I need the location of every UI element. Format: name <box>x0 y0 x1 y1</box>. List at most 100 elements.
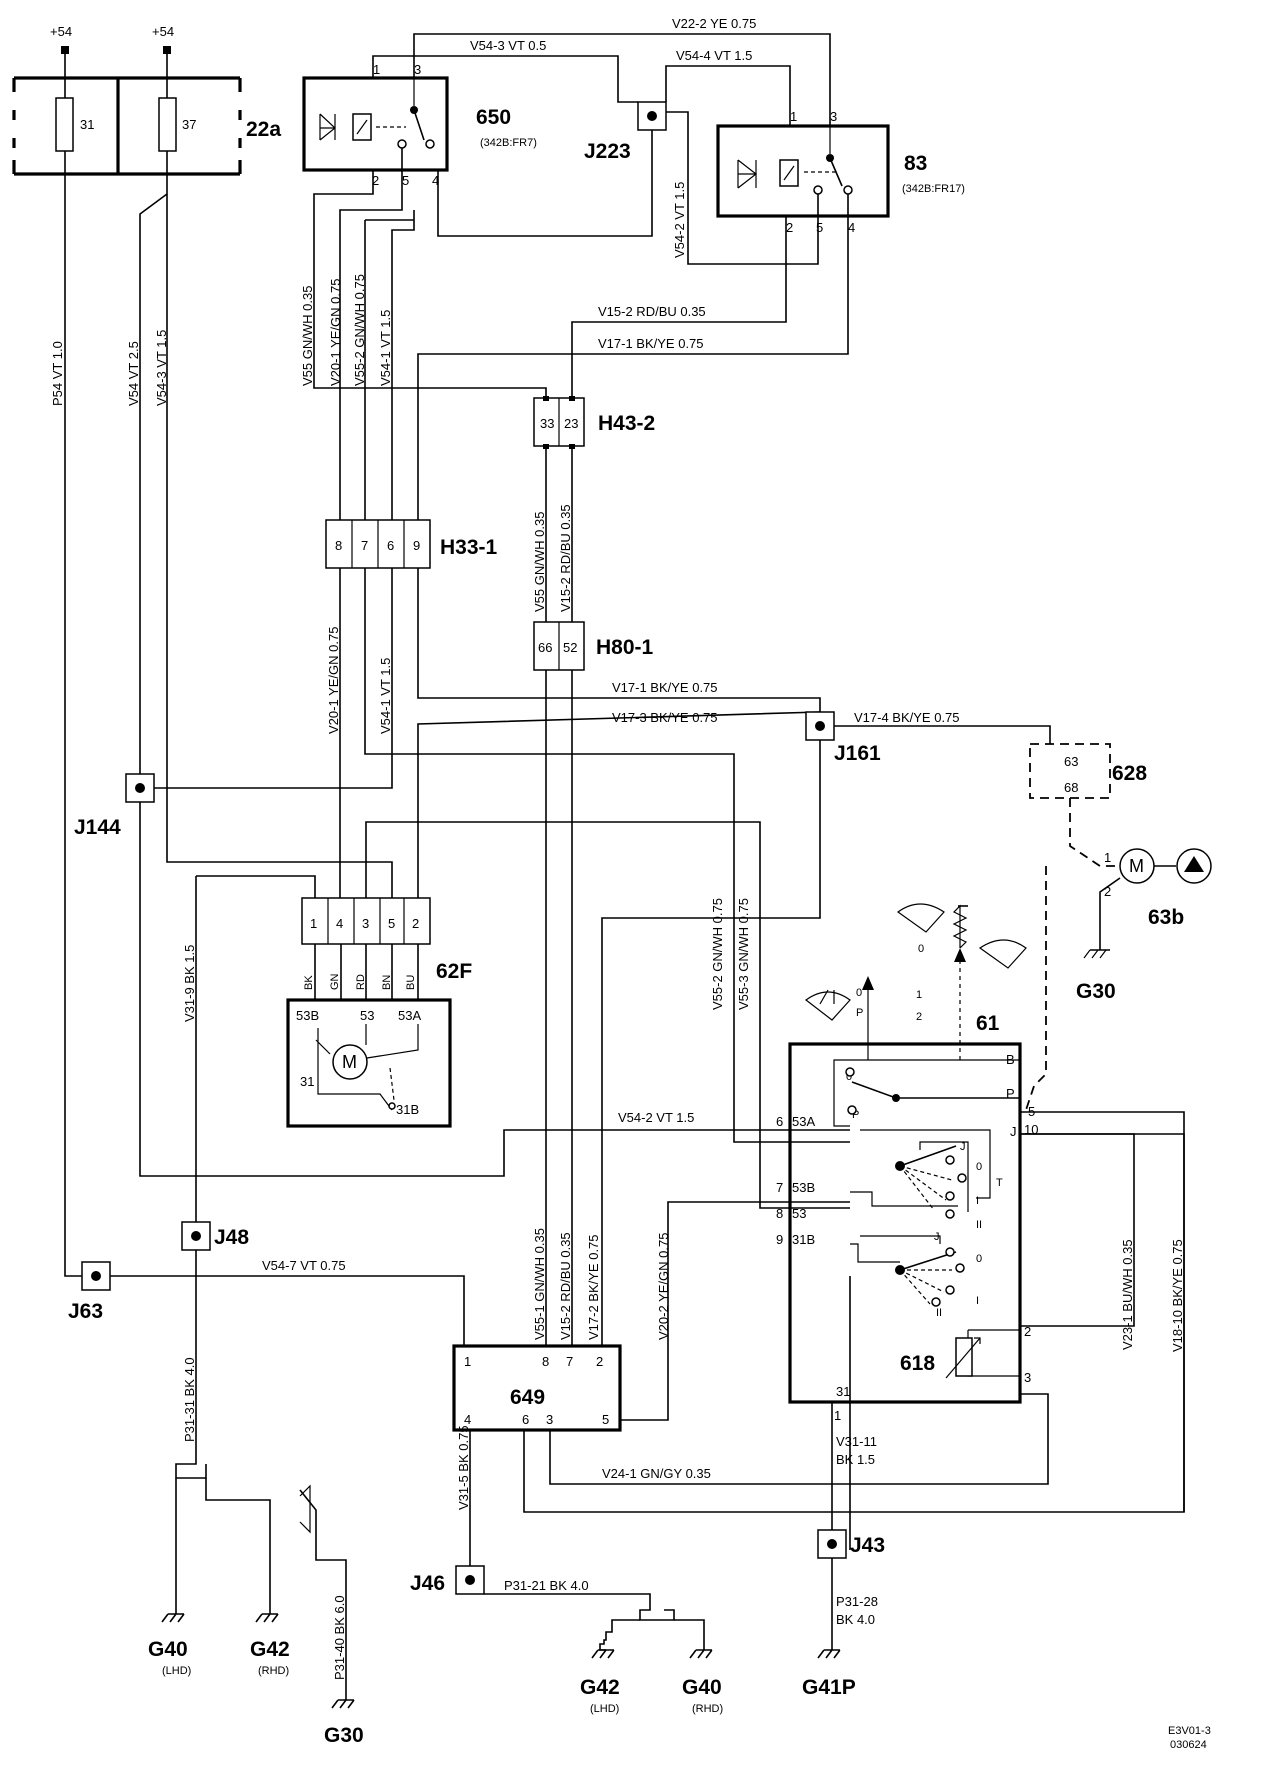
resistor-618: 618 <box>900 1337 981 1379</box>
h43-h80-wires: V55 GN/WH 0.35 V15-2 RD/BU 0.35 <box>532 446 573 622</box>
svg-text:1: 1 <box>373 62 380 77</box>
svg-text:31B: 31B <box>396 1102 419 1117</box>
svg-text:V17-1 BK/YE 0.75: V17-1 BK/YE 0.75 <box>612 680 718 695</box>
svg-text:+54: +54 <box>50 24 72 39</box>
svg-text:V55-2 GN/WH 0.75: V55-2 GN/WH 0.75 <box>352 274 367 386</box>
svg-text:+54: +54 <box>152 24 174 39</box>
svg-text:2: 2 <box>1104 884 1111 899</box>
svg-text:GN: GN <box>329 973 341 990</box>
lower-left-wires: V31-9 BK 1.5 P31-31 BK 4.0 P31-40 BK 6.0 <box>175 875 347 1700</box>
top-wires: V22-2 YE 0.75 V54-3 VT 0.5 V54-4 VT 1.5 … <box>372 16 849 520</box>
svg-text:V54-4 VT 1.5: V54-4 VT 1.5 <box>676 48 752 63</box>
svg-text:V55-1 GN/WH 0.35: V55-1 GN/WH 0.35 <box>532 1228 547 1340</box>
relay-83: 1 3 2 5 4 83 (342B:FR17) <box>716 109 965 235</box>
svg-text:(342B:FR7): (342B:FR7) <box>480 137 537 149</box>
svg-text:I: I <box>976 1195 979 1207</box>
svg-text:53A: 53A <box>398 1008 421 1023</box>
svg-text:V54-2 VT 1.5: V54-2 VT 1.5 <box>672 182 687 258</box>
svg-text:J: J <box>960 1141 966 1153</box>
pump-63b: M 1 2 63b <box>1025 848 1212 1111</box>
svg-text:1: 1 <box>834 1408 841 1423</box>
junction-j46: J46 P31-21 BK 4.0 <box>410 1565 705 1651</box>
svg-text:4: 4 <box>848 220 855 235</box>
svg-text:V31-11: V31-11 <box>836 1434 877 1449</box>
svg-text:M: M <box>1129 856 1144 876</box>
connector-62f: 1 4 3 5 2 BK GN RD BN BU 62F <box>301 897 472 1000</box>
supply-right: +54 <box>152 24 174 78</box>
svg-text:3: 3 <box>1024 1370 1031 1385</box>
svg-text:66: 66 <box>538 640 552 655</box>
svg-text:6: 6 <box>387 538 394 553</box>
svg-text:V23-1 BU/WH 0.35: V23-1 BU/WH 0.35 <box>1120 1239 1135 1350</box>
svg-text:P: P <box>852 1109 859 1121</box>
svg-text:8: 8 <box>335 538 342 553</box>
svg-text:V15-2 RD/BU 0.35: V15-2 RD/BU 0.35 <box>558 1232 573 1340</box>
svg-text:9: 9 <box>413 538 420 553</box>
svg-text:(RHD): (RHD) <box>692 1703 723 1715</box>
svg-text:5: 5 <box>816 220 823 235</box>
svg-text:8: 8 <box>542 1354 549 1369</box>
svg-text:61: 61 <box>976 1012 1000 1035</box>
svg-text:5: 5 <box>388 916 395 931</box>
switch-unit-61: 61 B P 5 10 J 2 3 31 1 6 53A 7 53B 8 53 … <box>776 903 1038 1550</box>
svg-text:V54-2 VT 1.5: V54-2 VT 1.5 <box>618 1110 694 1125</box>
svg-text:0: 0 <box>846 1071 852 1083</box>
svg-text:V54 VT 2.5: V54 VT 2.5 <box>126 341 141 406</box>
svg-text:628: 628 <box>1112 762 1147 785</box>
ground-g30-right: G30 <box>1076 926 1116 1003</box>
svg-text:V31-9 BK 1.5: V31-9 BK 1.5 <box>182 945 197 1022</box>
svg-text:V15-2 RD/BU 0.35: V15-2 RD/BU 0.35 <box>558 504 573 612</box>
svg-text:P: P <box>1006 1086 1015 1101</box>
svg-text:J43: J43 <box>850 1534 885 1557</box>
svg-text:V54-1 VT 1.5: V54-1 VT 1.5 <box>378 310 393 386</box>
svg-text:9: 9 <box>776 1232 783 1247</box>
svg-text:V54-7 VT 0.75: V54-7 VT 0.75 <box>262 1258 346 1273</box>
svg-text:V55-3 GN/WH 0.75: V55-3 GN/WH 0.75 <box>736 898 751 1010</box>
svg-text:M: M <box>342 1052 357 1072</box>
svg-text:7: 7 <box>776 1180 783 1195</box>
svg-text:V54-3 VT 1.5: V54-3 VT 1.5 <box>154 330 169 406</box>
svg-text:2: 2 <box>786 220 793 235</box>
svg-text:53: 53 <box>360 1008 374 1023</box>
mid-wires: V20-1 YE/GN 0.75 V54-1 VT 1.5 V17-1 BK/Y… <box>140 568 1051 1346</box>
connector-h33-1: 8 7 6 9 H33-1 <box>325 519 498 569</box>
svg-text:4: 4 <box>336 916 343 931</box>
relay-650-wires: V55 GN/WH 0.35 V20-1 YE/GN 0.75 V55-2 GN… <box>300 148 547 520</box>
svg-text:1: 1 <box>1104 850 1111 865</box>
svg-text:0: 0 <box>976 1253 982 1265</box>
svg-text:1: 1 <box>916 989 922 1001</box>
svg-text:H43-2: H43-2 <box>598 412 655 435</box>
svg-text:2: 2 <box>1024 1324 1031 1339</box>
svg-text:63b: 63b <box>1148 906 1184 929</box>
svg-text:II: II <box>976 1219 982 1231</box>
svg-text:6: 6 <box>522 1412 529 1427</box>
svg-text:J: J <box>934 1231 940 1243</box>
svg-text:V20-1 YE/GN 0.75: V20-1 YE/GN 0.75 <box>328 279 343 386</box>
svg-text:618: 618 <box>900 1352 935 1375</box>
svg-text:650: 650 <box>476 106 511 129</box>
svg-text:030624: 030624 <box>1170 1739 1207 1751</box>
svg-text:H33-1: H33-1 <box>440 536 498 559</box>
svg-text:V17-3 BK/YE 0.75: V17-3 BK/YE 0.75 <box>612 710 718 725</box>
svg-text:8: 8 <box>776 1206 783 1221</box>
svg-text:3: 3 <box>546 1412 553 1427</box>
svg-text:3: 3 <box>362 916 369 931</box>
svg-text:J48: J48 <box>214 1226 249 1249</box>
svg-text:68: 68 <box>1064 780 1078 795</box>
wiper-motor: 53B 53 53A 31 31B M <box>286 998 452 1128</box>
svg-text:V54-1 VT 1.5: V54-1 VT 1.5 <box>378 658 393 734</box>
svg-text:2: 2 <box>916 1011 922 1023</box>
svg-text:0: 0 <box>918 943 924 955</box>
svg-text:2: 2 <box>412 916 419 931</box>
svg-text:V18-10 BK/YE 0.75: V18-10 BK/YE 0.75 <box>1170 1239 1185 1352</box>
svg-text:1: 1 <box>464 1354 471 1369</box>
svg-text:0: 0 <box>976 1161 982 1173</box>
svg-text:G40: G40 <box>682 1676 722 1699</box>
svg-text:E3V01-3: E3V01-3 <box>1168 1725 1211 1737</box>
svg-text:V24-1 GN/GY 0.35: V24-1 GN/GY 0.35 <box>602 1466 711 1481</box>
connector-h43-2: 33 23 H43-2 <box>533 396 655 449</box>
svg-text:J46: J46 <box>410 1572 445 1595</box>
svg-text:G30: G30 <box>324 1724 364 1747</box>
svg-text:4: 4 <box>464 1412 471 1427</box>
